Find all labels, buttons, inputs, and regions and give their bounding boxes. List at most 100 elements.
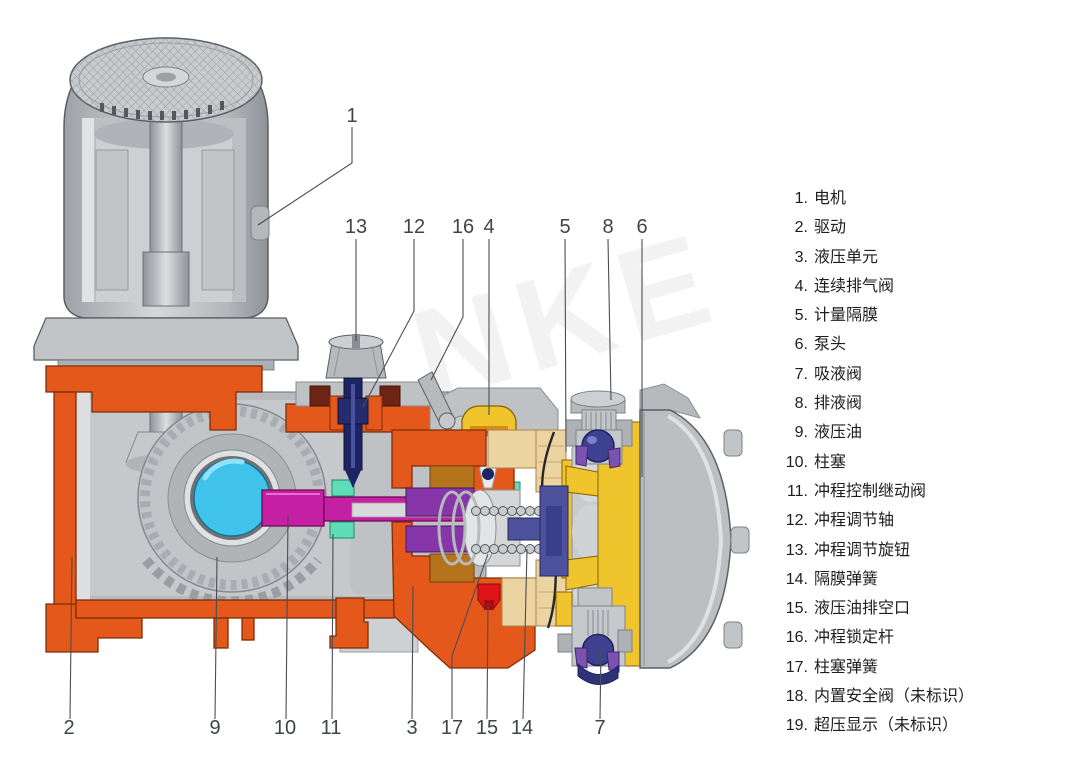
- stroke-adjustment-knob: [325, 334, 387, 379]
- pump-cutaway-diagram: NKE: [33, 37, 750, 739]
- callout-8: 8: [602, 216, 613, 238]
- leader-17: [451, 553, 489, 719]
- stroke-locking-lever: [417, 371, 456, 430]
- callout-4: 4: [483, 216, 494, 238]
- legend-item-18: 18.内置安全阀（未标识）: [776, 682, 1060, 711]
- legend-num: 18.: [785, 688, 808, 706]
- leader-15: [486, 602, 489, 720]
- callout-6: 6: [636, 216, 647, 238]
- legend-label: 隔膜弹簧: [814, 570, 879, 588]
- callout-17: 17: [441, 717, 463, 739]
- callout-5: 5: [559, 216, 570, 238]
- legend-item-12: 12.冲程调节轴: [776, 506, 1060, 535]
- callout-labels: 1 13 12 16 4 5 8 6 2 9 10 11 3 17 15 14 …: [63, 105, 647, 739]
- legend-item-15: 15. 液压油排空口: [776, 594, 1060, 623]
- worm-gear-bearing: [137, 403, 327, 607]
- callout-1: 1: [346, 105, 357, 127]
- callout-11: 11: [321, 717, 342, 739]
- diaphragm-hub: [507, 485, 569, 577]
- callout-12: 12: [403, 216, 425, 238]
- legend-num: 17.: [785, 658, 808, 676]
- legend-item-4: 4.连续排气阀: [776, 272, 1060, 301]
- legend-label: 电机: [814, 190, 847, 207]
- legend-item-3: 3. 液压单元: [776, 243, 1060, 272]
- legend-label: 驱动: [814, 219, 847, 237]
- motor-vent-slits: [100, 101, 224, 120]
- callout-leaders: [69, 127, 643, 720]
- leader-5: [564, 238, 567, 453]
- legend-item-2: 2. 驱动: [776, 213, 1060, 242]
- legend-label: 冲程控制继动阀: [814, 482, 927, 500]
- legend-label: 吸液阀: [814, 365, 863, 383]
- legend-num: 2.: [794, 219, 808, 237]
- callout-9: 9: [209, 717, 220, 739]
- legend-num: 19.: [785, 717, 808, 735]
- legend-item-14: 14. 隔膜弹簧: [776, 565, 1060, 594]
- legend-num: 16.: [785, 629, 808, 647]
- leader-7: [599, 644, 602, 720]
- legend-num: 5.: [794, 307, 808, 325]
- legend-num: 14.: [785, 570, 808, 588]
- legend-item-10: 10.柱塞: [776, 448, 1060, 477]
- legend-num: 9.: [794, 424, 808, 442]
- legend-label: 柱塞弹簧: [814, 658, 879, 676]
- leader-10: [285, 514, 289, 720]
- leader-3: [411, 585, 414, 720]
- pump-head: [507, 383, 750, 685]
- hydraulic-unit: [391, 429, 553, 669]
- oil-drain-port: [477, 583, 501, 610]
- callout-15: 15: [476, 717, 498, 739]
- legend-item-19: 19. 超压显示（未标识）: [776, 711, 1060, 740]
- legend-num: 13.: [785, 541, 808, 559]
- callout-2: 2: [63, 717, 74, 739]
- motor: [63, 37, 270, 319]
- legend-num: 7.: [794, 365, 808, 383]
- leader-11: [331, 533, 334, 720]
- leader-9: [214, 556, 218, 720]
- parts-legend: 1. 电机 2. 驱动 3. 液压单元 4.连续排气阀 5. 计量隔膜 6.泵头 7. 吸…: [776, 184, 1060, 741]
- legend-num: 11.: [786, 482, 808, 500]
- callout-13: 13: [345, 216, 367, 238]
- callout-3: 3: [406, 717, 417, 739]
- legend-item-6: 6.泵头: [776, 330, 1060, 359]
- legend-label: 冲程锁定杆: [814, 629, 895, 647]
- legend-label: 液压油: [814, 424, 863, 442]
- stroke-adjustment: [309, 334, 456, 488]
- legend-item-11: 11. 冲程控制继动阀: [776, 477, 1060, 506]
- legend-item-9: 9. 液压油: [776, 418, 1060, 447]
- legend-num: 3.: [794, 248, 808, 266]
- legend-item-1: 1. 电机: [776, 184, 1060, 213]
- legend-label: 计量隔膜: [814, 307, 879, 325]
- legend-label: 冲程调节轴: [814, 512, 895, 530]
- legend-label: 超压显示（未标识）: [814, 717, 959, 735]
- legend-label: 液压单元: [814, 248, 879, 266]
- legend-num: 10.: [785, 453, 808, 471]
- pump-head-cover: [639, 409, 732, 669]
- motor-flange: [33, 317, 299, 371]
- legend-num: 4.: [794, 277, 808, 295]
- legend-num: 8.: [794, 395, 808, 413]
- discharge-valve: [565, 390, 633, 469]
- legend-item-5: 5. 计量隔膜: [776, 301, 1060, 330]
- callout-7: 7: [594, 717, 605, 739]
- legend-item-16: 16. 冲程锁定杆: [776, 623, 1060, 652]
- leader-1: [257, 127, 353, 226]
- legend-label: 冲程调节旋钮: [814, 541, 911, 559]
- callout-10: 10: [274, 717, 296, 739]
- leader-2: [69, 556, 73, 720]
- suction-valve: [555, 587, 633, 685]
- legend-label: 泵头: [814, 336, 847, 354]
- leader-12: [362, 239, 415, 408]
- legend-item-13: 13. 冲程调节旋钮: [776, 536, 1060, 565]
- legend-label: 液压油排空口: [814, 600, 911, 618]
- legend-item-17: 17. 柱塞弹簧: [776, 653, 1060, 682]
- legend-num: 15.: [785, 600, 808, 618]
- callout-16: 16: [452, 216, 474, 238]
- callout-14: 14: [511, 717, 533, 739]
- leader-8: [607, 238, 612, 401]
- leader-14: [522, 548, 528, 720]
- legend-item-8: 8.排液阀: [776, 389, 1060, 418]
- legend-num: 1.: [794, 190, 808, 207]
- oil-sight-glass: [193, 459, 271, 537]
